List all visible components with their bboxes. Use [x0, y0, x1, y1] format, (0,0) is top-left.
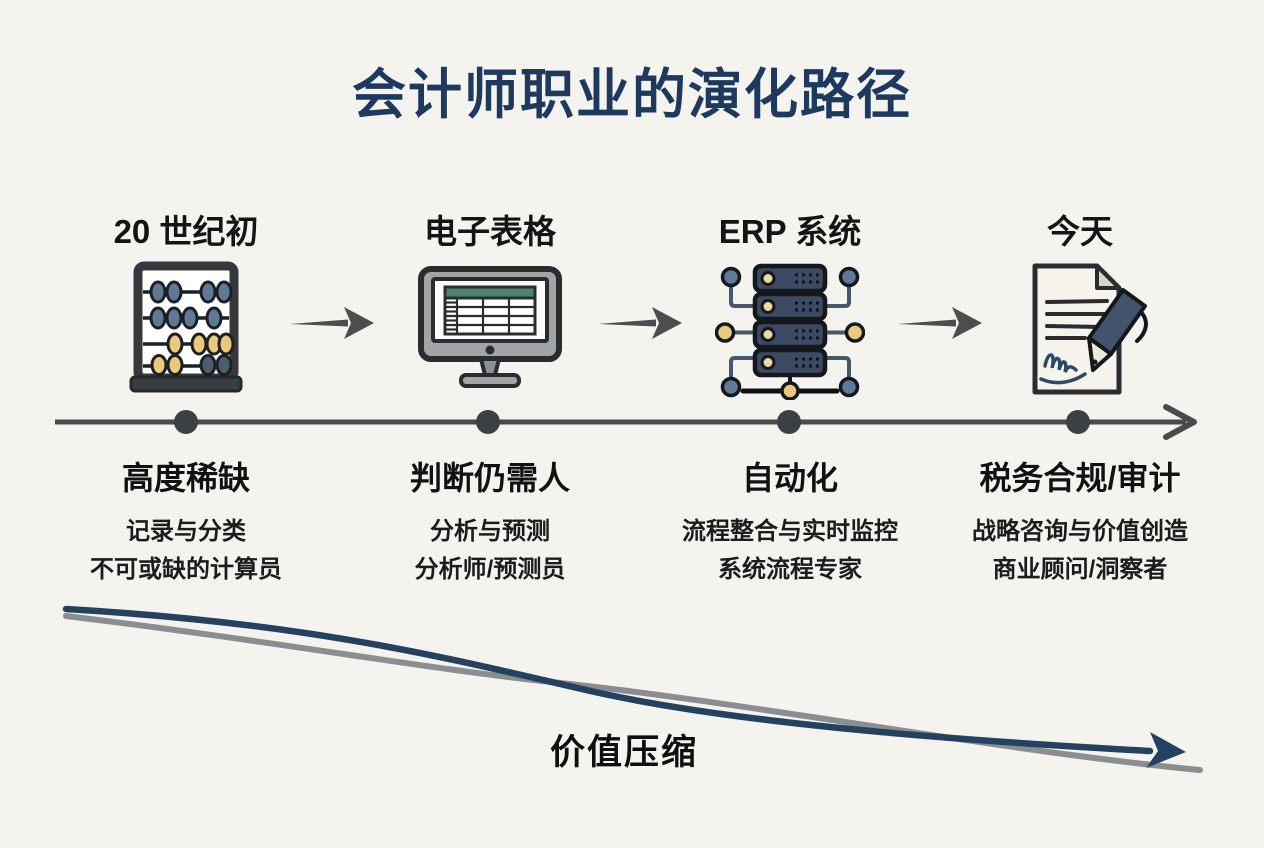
stage-arrow-3	[898, 307, 982, 339]
stage2-desc-line2: 分析师/预测员	[414, 556, 566, 583]
stage2-role-label: 判断仍需人	[409, 460, 570, 496]
value-compression-label: 价值压缩	[550, 733, 699, 772]
stage-column-2: 电子表格	[330, 205, 650, 625]
stage-column-4: 今天	[920, 205, 1240, 625]
page-title: 会计师职业的演化路径	[352, 65, 912, 125]
stage3-role-label: 自动化	[741, 460, 838, 496]
stage-arrow-2	[598, 307, 682, 339]
stage-column-1: 20 世纪初	[26, 205, 346, 625]
stage1-description: 记录与分类 不可或缺的计算员	[16, 513, 356, 589]
stage-arrow-1	[290, 307, 374, 339]
value-compression-curves	[62, 605, 1203, 773]
stage4-desc-line1: 战略咨询与价值创造	[972, 518, 1188, 545]
timeline-marker	[1066, 410, 1090, 434]
stage1-desc-line2: 不可或缺的计算员	[90, 556, 282, 583]
document-signature-icon	[920, 255, 1240, 405]
stage4-role-label: 税务合规/审计	[979, 460, 1181, 496]
stage3-description: 流程整合与实时监控 系统流程专家	[620, 513, 960, 589]
timeline-marker	[174, 410, 198, 434]
stage2-description: 分析与预测 分析师/预测员	[320, 513, 660, 589]
stage1-role-label: 高度稀缺	[121, 460, 250, 496]
timeline-marker	[476, 410, 500, 434]
erp-server-icon	[630, 255, 950, 405]
stage2-period-label: 电子表格	[424, 213, 556, 250]
stage3-period-label: ERP 系统	[718, 213, 862, 250]
stage4-period-label: 今天	[1047, 213, 1113, 250]
monitor-spreadsheet-icon	[330, 255, 650, 405]
stage2-desc-line1: 分析与预测	[430, 518, 550, 545]
abacus-icon	[26, 255, 346, 405]
navy-curve-arrowhead	[1146, 732, 1186, 768]
stage-column-3: ERP 系统	[630, 205, 950, 625]
stage4-desc-line2: 商业顾问/洞察者	[992, 556, 1168, 583]
timeline-marker	[777, 410, 801, 434]
stage3-desc-line2: 系统流程专家	[718, 556, 862, 583]
stage3-desc-line1: 流程整合与实时监控	[682, 518, 898, 545]
navy-curve	[62, 605, 1154, 755]
stage1-period-label: 20 世纪初	[113, 213, 259, 250]
timeline-axis	[55, 404, 1197, 440]
timeline-arrowhead	[1163, 404, 1197, 440]
stage4-description: 战略咨询与价值创造 商业顾问/洞察者	[910, 513, 1250, 589]
stage1-desc-line1: 记录与分类	[126, 518, 246, 545]
